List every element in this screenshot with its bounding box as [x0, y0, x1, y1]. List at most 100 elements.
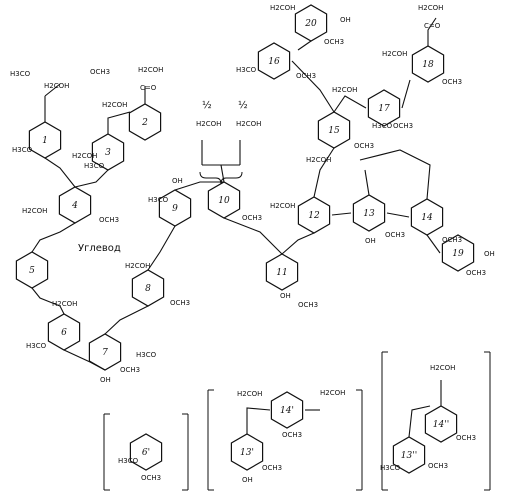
substituent-label: OH: [365, 237, 376, 245]
ring-hexagon: [441, 234, 475, 272]
substituent-label: OCH3: [120, 366, 140, 374]
benzene-ring-20: 20: [294, 4, 328, 42]
ring-number: 14': [280, 406, 294, 416]
ring-number: 14: [421, 213, 433, 223]
ring-hexagon: [294, 4, 328, 42]
ring-number: 8: [145, 284, 151, 294]
ring-number: 14'': [433, 420, 449, 430]
ring-hexagon: [131, 269, 165, 307]
ring-hexagon: [129, 433, 163, 471]
ring-hexagon: [265, 253, 299, 291]
ring-hexagon: [28, 121, 62, 159]
ring-hexagon: [15, 251, 49, 289]
bond-lines: [31, 17, 442, 438]
ring-hexagon: [367, 89, 401, 127]
fraction-or-carbohydrate-label: ½: [202, 99, 212, 111]
substituent-label: H3CO: [10, 70, 31, 78]
ring-number: 4: [71, 201, 78, 211]
substituent-label: H2COH: [236, 120, 261, 128]
substituent-label: H2COH: [306, 156, 331, 164]
benzene-ring-11: 11: [265, 253, 299, 291]
ring-hexagon: [91, 133, 125, 171]
substituent-label: H3CO: [26, 342, 47, 350]
substituent-label: OCH3: [354, 142, 374, 150]
benzene-ring-4: 4: [58, 186, 92, 224]
ring-number: 12: [308, 211, 320, 221]
substituent-label: H3CO: [372, 122, 393, 130]
ring-number: 13': [240, 448, 254, 458]
substituent-label: H3CO: [136, 351, 157, 359]
ring-number: 17: [378, 104, 390, 114]
ring-number: 1: [42, 136, 48, 146]
ring-hexagon: [230, 433, 264, 471]
benzene-ring-5: 5: [15, 251, 49, 289]
substituent-label: OCH3: [456, 434, 476, 442]
substituent-label: OCH3: [298, 301, 318, 309]
substituent-label: C=O: [424, 22, 441, 30]
ring-number: 6': [142, 448, 150, 458]
ring-hexagon: [257, 42, 291, 80]
benzene-ring-23: 14': [270, 391, 304, 429]
benzene-ring-12: 12: [297, 196, 331, 234]
ring-hexagon: [317, 111, 351, 149]
substituent-label: OH: [484, 250, 495, 258]
substituent-label: OCH3: [466, 269, 486, 277]
substituent-label: H2COH: [270, 202, 295, 210]
substituent-label: H2COH: [125, 262, 150, 270]
substituent-label: OCH3: [242, 214, 262, 222]
substituent-label: H3CO: [380, 464, 401, 472]
substituent-label: H3CO: [84, 162, 105, 170]
substituent-label: OH: [280, 292, 291, 300]
ring-number: 19: [452, 249, 464, 259]
benzene-ring-16: 16: [257, 42, 291, 80]
benzene-ring-6: 6: [47, 313, 81, 351]
ring-hexagon: [424, 405, 458, 443]
ring-number: 9: [172, 204, 178, 214]
ring-number: 10: [218, 196, 230, 206]
substituent-label: OCH3: [324, 38, 344, 46]
substituent-label: H3CO: [118, 457, 139, 465]
substituent-label: OH: [242, 476, 253, 484]
ring-number: 20: [304, 19, 317, 29]
substituent-label: C=O: [140, 84, 157, 92]
substituent-label: H2COH: [52, 300, 77, 308]
substituent-label: OCH3: [442, 78, 462, 86]
benzene-ring-24: 13'': [392, 436, 426, 474]
benzene-ring-1: 1: [28, 121, 62, 159]
ring-hexagon: [297, 196, 331, 234]
benzene-ring-8: 8: [131, 269, 165, 307]
ring-number: 6: [61, 328, 67, 338]
substituent-label: H2COH: [270, 4, 295, 12]
substituent-label: H2COH: [332, 86, 357, 94]
substituent-label: OCH3: [428, 462, 448, 470]
benzene-ring-15: 15: [317, 111, 351, 149]
substituent-label: OCH3: [385, 231, 405, 239]
benzene-ring-18: 18: [411, 45, 445, 83]
substituent-label: OCH3: [296, 72, 316, 80]
ring-hexagon: [392, 436, 426, 474]
benzene-ring-25: 14'': [424, 405, 458, 443]
ring-hexagon: [47, 313, 81, 351]
ring-hexagon: [88, 333, 122, 371]
ring-hexagon: [410, 198, 444, 236]
ring-number: 16: [268, 57, 280, 67]
substituent-label: OH: [100, 376, 111, 384]
ring-hexagon: [158, 189, 192, 227]
fraction-or-carbohydrate-label: ½: [238, 99, 248, 111]
benzene-ring-3: 3: [91, 133, 125, 171]
substituent-label: H2COH: [102, 101, 127, 109]
fraction-or-carbohydrate-label: Углевод: [78, 243, 121, 254]
benzene-ring-19: 19: [441, 234, 475, 272]
ring-hexagon: [270, 391, 304, 429]
substituent-label: H2COH: [22, 207, 47, 215]
ring-hexagon: [58, 186, 92, 224]
benzene-ring-14: 14: [410, 198, 444, 236]
substituent-label: H3CO: [148, 196, 169, 204]
substituent-label: OCH3: [262, 464, 282, 472]
ring-number: 18: [422, 60, 434, 70]
benzene-ring-2: 2: [128, 103, 162, 141]
ring-number: 3: [105, 148, 111, 158]
benzene-ring-7: 7: [88, 333, 122, 371]
